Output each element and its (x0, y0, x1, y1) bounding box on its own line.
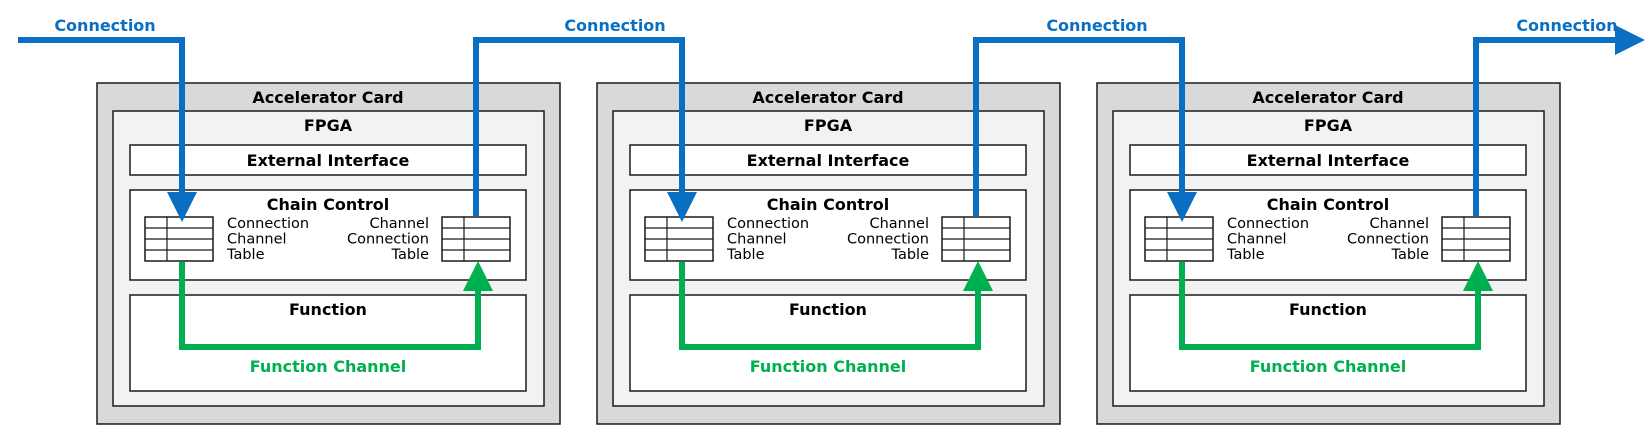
right-table-label-line: Table (891, 247, 930, 263)
connection-arrow-1 (18, 37, 197, 222)
accelerator-card-title: Accelerator Card (752, 88, 903, 107)
connection-arrow-3 (973, 37, 1197, 222)
connection-lines-layer (18, 25, 1645, 222)
right-table-label-line: Table (391, 247, 430, 263)
fpga-title: FPGA (1304, 116, 1353, 135)
right-table-label-line: Table (1391, 247, 1430, 263)
connection-arrow-2 (473, 37, 697, 222)
left-table-label-line: Table (226, 247, 265, 263)
connection-channel-table (1144, 216, 1214, 262)
right-table-label-line: Connection (847, 232, 929, 248)
left-table-label-line: Connection (727, 216, 809, 232)
external-interface-label: External Interface (747, 151, 910, 170)
connection-channel-table (144, 216, 214, 262)
accelerator-card-title: Accelerator Card (1252, 88, 1403, 107)
function-box (1129, 294, 1527, 392)
function-channel-arrow (1179, 261, 1493, 350)
channel-connection-table (1441, 216, 1511, 262)
channel-connection-table (941, 216, 1011, 262)
right-table-label-line: Channel (369, 216, 429, 232)
channel-connection-table (441, 216, 511, 262)
function-channel-arrow (179, 261, 493, 350)
connection-label-1: Connection (54, 16, 155, 35)
function-box (129, 294, 527, 392)
connection-label-3: Connection (1046, 16, 1147, 35)
left-table-label-line: Channel (1227, 232, 1287, 248)
external-interface-box (129, 144, 527, 176)
left-table-label-line: Channel (727, 232, 787, 248)
fpga-title: FPGA (304, 116, 353, 135)
external-interface-box (629, 144, 1027, 176)
external-interface-label: External Interface (1247, 151, 1410, 170)
function-channel-arrow (679, 261, 993, 350)
function-box (629, 294, 1027, 392)
connection-label-2: Connection (564, 16, 665, 35)
function-channel-label: Function Channel (1250, 357, 1407, 376)
function-title: Function (289, 300, 367, 319)
left-table-label-line: Connection (1227, 216, 1309, 232)
right-table-label-line: Connection (1347, 232, 1429, 248)
connection-label-4: Connection (1516, 16, 1617, 35)
function-channel-label: Function Channel (250, 357, 407, 376)
accelerator-card-title: Accelerator Card (252, 88, 403, 107)
left-table-label-line: Table (726, 247, 765, 263)
right-table-label-line: Channel (869, 216, 929, 232)
chain-control-title: Chain Control (267, 195, 390, 214)
function-title: Function (789, 300, 867, 319)
function-channel-label: Function Channel (750, 357, 907, 376)
right-table-label-line: Connection (347, 232, 429, 248)
external-interface-box (1129, 144, 1527, 176)
function-title: Function (1289, 300, 1367, 319)
right-table-label-line: Channel (1369, 216, 1429, 232)
chain-control-title: Chain Control (1267, 195, 1390, 214)
fpga-title: FPGA (804, 116, 853, 135)
connection-arrow-4 (1473, 25, 1645, 216)
connection-channel-table (644, 216, 714, 262)
left-table-label-line: Table (1226, 247, 1265, 263)
chain-control-title: Chain Control (767, 195, 890, 214)
external-interface-label: External Interface (247, 151, 410, 170)
left-table-label-line: Channel (227, 232, 287, 248)
connection-labels-layer: Connection Connection Connection Connection (54, 16, 1617, 35)
left-table-label-line: Connection (227, 216, 309, 232)
